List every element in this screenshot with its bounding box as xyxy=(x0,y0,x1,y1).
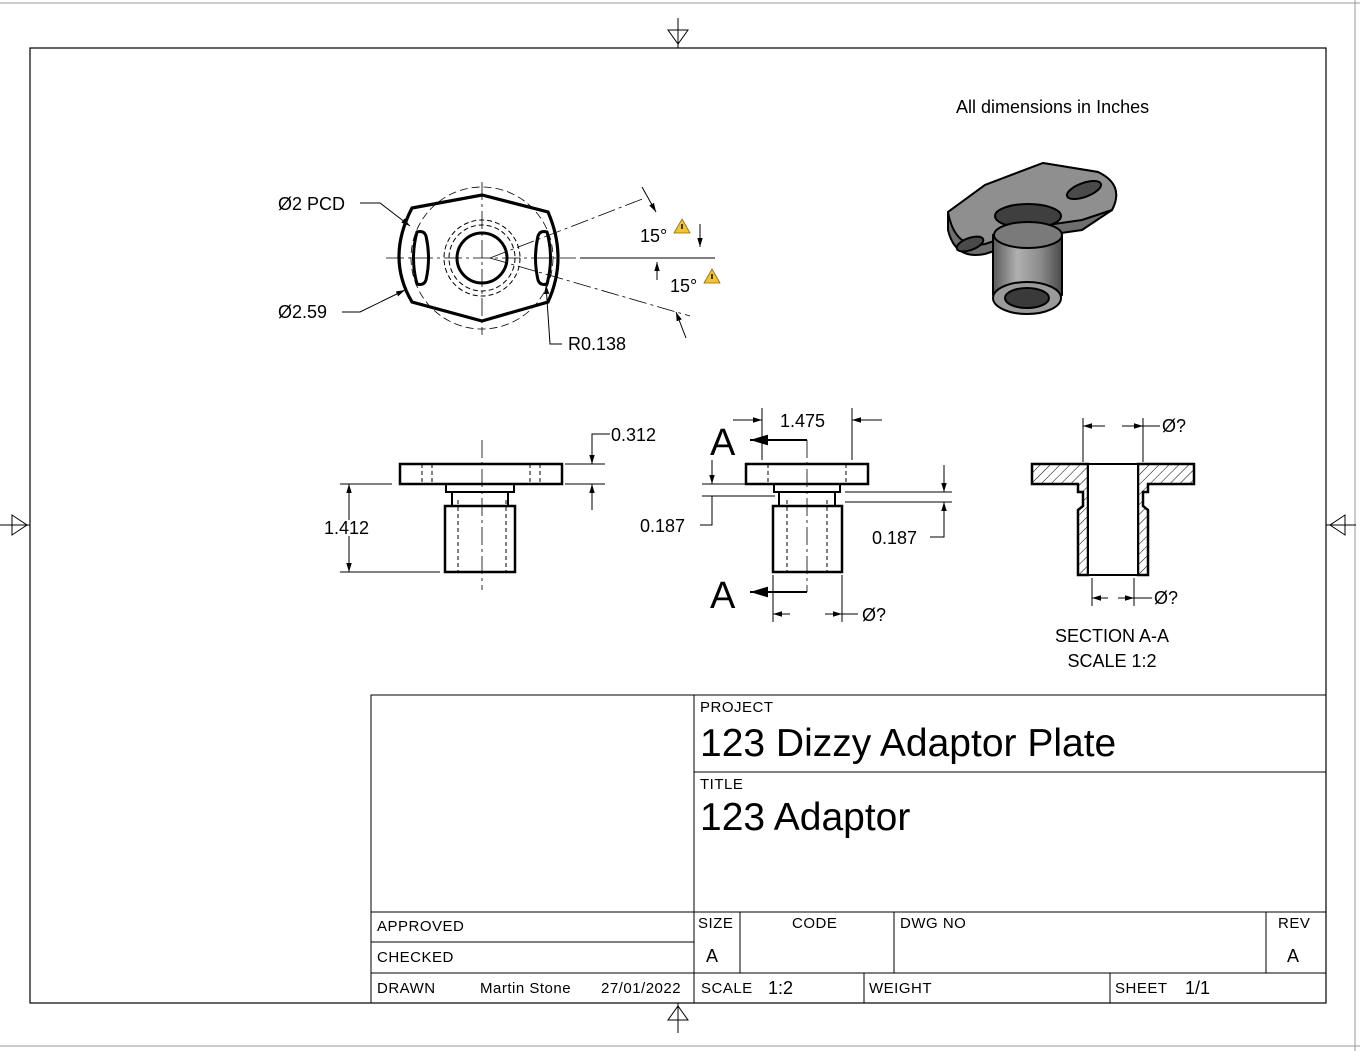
size-label: SIZE xyxy=(698,915,734,932)
warning-icon xyxy=(703,268,721,284)
width-label: 1.475 xyxy=(780,411,825,431)
size-value: A xyxy=(706,946,719,966)
section-marker-bottom: A xyxy=(710,575,736,617)
collar-dim-right: 0.187 xyxy=(872,528,917,548)
centering-marks xyxy=(0,18,1356,1033)
angle-upper-label: 15° xyxy=(640,226,667,246)
height-label: 1.412 xyxy=(324,518,369,538)
drawn-date: 27/01/2022 xyxy=(601,980,682,997)
scale-label: SCALE xyxy=(701,980,753,997)
boss-dia-label: Ø? xyxy=(862,605,886,625)
checked-label: CHECKED xyxy=(377,949,454,966)
drawn-label: DRAWN xyxy=(377,980,436,997)
title-label: TITLE xyxy=(700,776,744,793)
section-view: Ø? Ø? SECTION A-A SCALE 1:2 xyxy=(1030,416,1196,671)
section-dia-top: Ø? xyxy=(1162,416,1186,436)
drawn-by: Martin Stone xyxy=(480,980,572,997)
dwg-no-label: DWG NO xyxy=(900,915,967,932)
units-note: All dimensions in Inches xyxy=(956,97,1149,117)
outer-dia-label: Ø2.59 xyxy=(278,302,327,322)
warning-icon xyxy=(673,218,691,234)
rev-value: A xyxy=(1287,946,1300,966)
sheet-label: SHEET xyxy=(1115,980,1168,997)
project-name: 123 Dizzy Adaptor Plate xyxy=(700,722,1117,765)
title-block xyxy=(370,694,1327,1004)
section-scale: SCALE 1:2 xyxy=(1067,651,1156,671)
angle-lower-label: 15° xyxy=(670,276,697,296)
flange-thickness-label: 0.312 xyxy=(611,425,656,445)
code-label: CODE xyxy=(792,915,838,932)
pcd-label: Ø2 PCD xyxy=(278,194,345,214)
rev-label: REV xyxy=(1278,915,1311,932)
scale-value: 1:2 xyxy=(768,978,794,998)
section-caption: SECTION A-A xyxy=(1055,626,1169,646)
flange-outline xyxy=(397,193,560,323)
bore xyxy=(455,231,509,285)
drawing-title: 123 Adaptor xyxy=(700,796,911,839)
collar-dim-left: 0.187 xyxy=(640,516,685,536)
side-view: 1.475 A A 0.187 0.187 Ø? xyxy=(640,408,952,625)
project-label: PROJECT xyxy=(700,699,774,716)
right-slot xyxy=(534,230,552,286)
sheet-value: 1/1 xyxy=(1185,978,1211,998)
approved-label: APPROVED xyxy=(377,918,465,935)
isometric-view xyxy=(946,161,1118,315)
slot-radius-label: R0.138 xyxy=(568,334,626,354)
weight-label: WEIGHT xyxy=(869,980,932,997)
section-marker-top: A xyxy=(710,422,736,464)
pcd-circle xyxy=(410,186,554,330)
top-view: Ø2 PCD Ø2.59 R0.138 15° 15° xyxy=(278,182,721,354)
section-dia-bottom: Ø? xyxy=(1154,588,1178,608)
left-slot xyxy=(412,230,430,286)
front-view: 0.312 1.412 xyxy=(324,425,656,590)
